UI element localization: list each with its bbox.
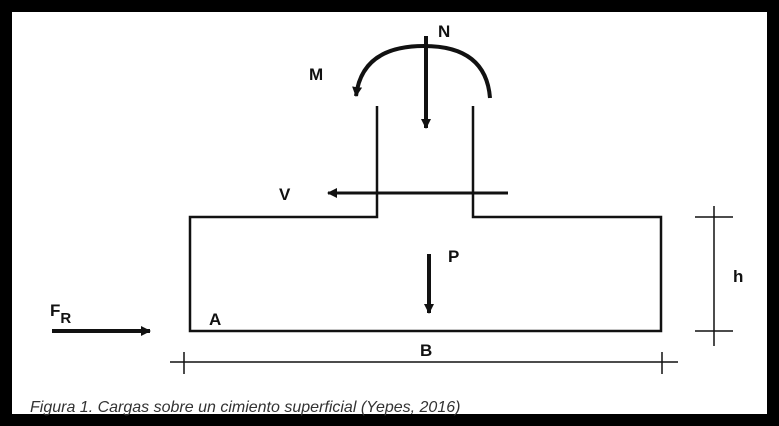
label-a: A — [209, 310, 221, 329]
figure-caption: Figura 1. Cargas sobre un cimiento super… — [30, 399, 460, 416]
footing-outline — [188, 106, 663, 333]
label-fr-main: F — [50, 301, 60, 320]
label-fr: FR — [50, 301, 71, 327]
label-m: M — [309, 65, 323, 84]
label-fr-subscript: R — [60, 310, 71, 327]
label-h: h — [733, 267, 743, 286]
drawing-area — [12, 12, 767, 414]
label-p: P — [448, 247, 459, 266]
label-v: V — [279, 185, 291, 204]
label-b: B — [420, 341, 432, 360]
label-n: N — [438, 22, 450, 41]
m-moment-arrow — [352, 43, 492, 99]
